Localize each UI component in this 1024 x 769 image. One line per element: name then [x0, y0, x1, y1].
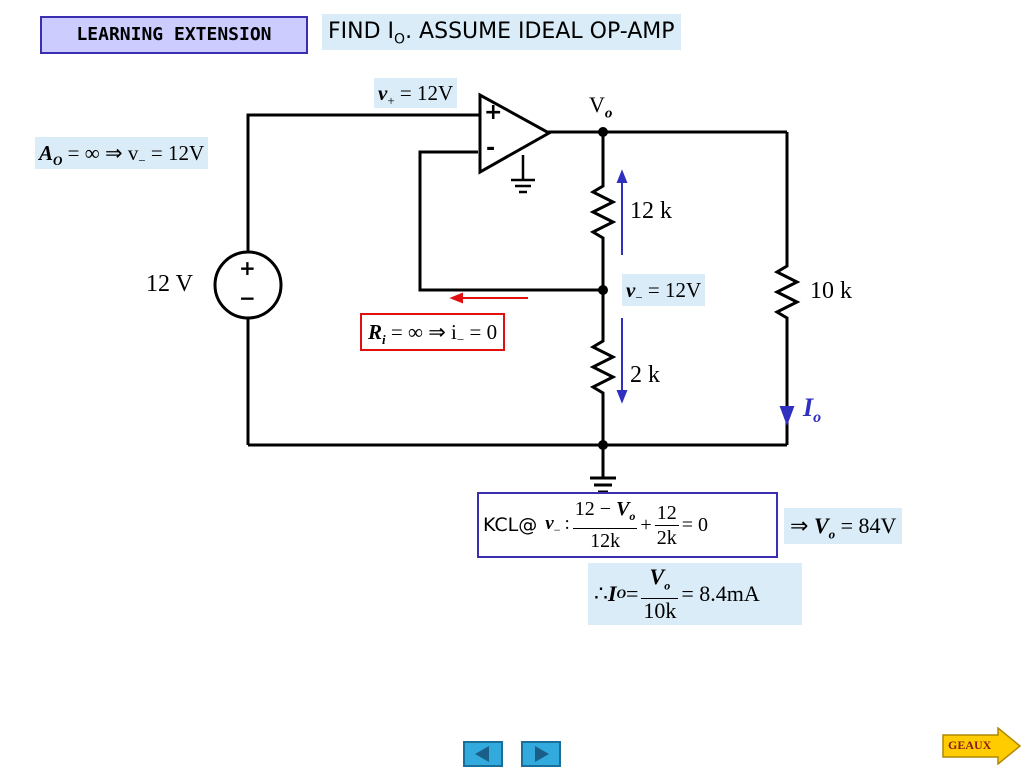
main-ground [590, 476, 616, 494]
io-arrow-head [779, 406, 795, 426]
node-bottom [598, 440, 608, 450]
ri-value: = 0 [464, 320, 498, 344]
vplus-annotation: v+ = 12V [374, 78, 458, 109]
frac1-num-sub: o [629, 509, 636, 523]
ri-sub: i [382, 332, 386, 348]
vplus-value: = 12V [394, 81, 454, 105]
frac1-num-b: V [616, 498, 630, 520]
learning-extension-badge: LEARNING EXTENSION [40, 16, 308, 54]
io-label: Io [803, 393, 821, 427]
kcl-equals-zero: = 0 [681, 513, 708, 536]
page-title: FIND IO. ASSUME IDEAL OP-AMP [322, 14, 681, 50]
resistor-2k [589, 335, 617, 397]
kcl-equation-box: KCL@ v−: 12 − Vo 12k + 12 2k = 0 [477, 492, 778, 558]
vminus-annotation: v− = 12V [622, 274, 706, 306]
io-result-value: = 8.4mA [681, 581, 760, 606]
io-frac-den: 10k [643, 597, 677, 623]
vo-main: V [589, 92, 605, 117]
ao-value: = 12V [145, 141, 205, 165]
frac1-num-a: 12 − [574, 498, 617, 520]
r10k-label: 10 k [810, 278, 852, 304]
vminus-sub: − [635, 290, 643, 306]
vo-result: ⇒ Vo = 84V [784, 508, 903, 544]
ri-sub2: − [456, 332, 465, 348]
kcl-node: v−: [545, 513, 570, 538]
ri-annotation: Ri = ∞ ⇒ i− = 0 [360, 313, 506, 351]
wire-feedback [418, 150, 603, 292]
io-label-sub: o [813, 409, 822, 427]
kcl-frac-1-num: 12 − Vo [572, 497, 638, 529]
vo-node-label: Vo [589, 92, 612, 122]
opamp-minus: - [486, 136, 496, 161]
vo-result-sub: o [828, 526, 836, 542]
vo-sub: o [604, 105, 613, 122]
prev-arrow-icon [475, 746, 489, 762]
kcl-plus: + [640, 513, 652, 536]
geaux-button[interactable]: GEAUX [942, 726, 1022, 769]
r2k-label: 2 k [630, 362, 660, 388]
io-result-eq: = [625, 581, 639, 606]
ri-var: R [368, 320, 383, 344]
node-vminus [598, 285, 608, 295]
ri-arrow-head [449, 292, 463, 304]
next-slide-button[interactable] [521, 741, 561, 767]
io-frac-num-sub: o [664, 578, 671, 593]
ao-var: A [39, 141, 54, 165]
next-arrow-icon [535, 746, 549, 762]
source-minus: − [239, 286, 256, 310]
vplus-var: v [378, 81, 388, 105]
arrow-2k-head [616, 390, 628, 404]
ao-sub2: − [138, 153, 146, 169]
resistor-12k [589, 180, 617, 242]
io-frac-num-var: V [649, 564, 665, 590]
title-sub: O [394, 31, 406, 48]
wire-left-top [246, 113, 480, 445]
prev-slide-button[interactable] [463, 741, 503, 767]
io-result-frac: Vo 10k [641, 564, 679, 623]
title-suffix: . ASSUME IDEAL OP-AMP [405, 19, 675, 44]
io-frac-num: Vo [641, 564, 679, 599]
opamp-plus: + [484, 100, 503, 125]
vo-result-arrow: ⇒ [790, 513, 814, 538]
kcl-frac-2: 12 2k [654, 501, 679, 550]
source-label: 12 V [146, 271, 193, 297]
vplus-sub: + [387, 93, 395, 109]
vo-result-var: V [813, 513, 829, 538]
io-therefore: ∴ [594, 581, 608, 606]
source-plus: + [239, 256, 256, 280]
geaux-arrow-icon [942, 726, 1022, 766]
ao-text: = ∞ ⇒ v [62, 141, 139, 165]
geaux-label: GEAUX [948, 738, 992, 752]
kcl-node-sub: − [553, 522, 561, 537]
vo-result-value: = 84V [835, 513, 897, 538]
kcl-frac-2-den: 2k [656, 526, 677, 549]
voltage-source [213, 250, 283, 320]
kcl-frac-1: 12 − Vo 12k [572, 497, 638, 553]
io-result-var: I [608, 581, 617, 606]
kcl-frac-1-den: 12k [590, 530, 621, 552]
opamp-ground [511, 155, 535, 194]
arrow-12k-head [616, 169, 628, 183]
title-prefix: FIND I [328, 19, 395, 44]
ri-text: = ∞ ⇒ i [385, 320, 457, 344]
node-vo [598, 127, 608, 137]
vminus-value: = 12V [642, 278, 702, 302]
vminus-var: v [626, 278, 636, 302]
kcl-frac-2-num: 12 [654, 501, 679, 526]
ao-annotation: AO = ∞ ⇒ v− = 12V [35, 137, 209, 169]
opamp-triangle [478, 92, 553, 175]
io-label-main: I [803, 393, 814, 422]
kcl-node-var: v [545, 512, 554, 534]
r12k-label: 12 k [630, 198, 672, 224]
ao-sub: O [53, 153, 63, 169]
kcl-prefix: KCL@ [483, 514, 538, 536]
io-result-sub: O [616, 586, 626, 601]
kcl-colon: : [564, 512, 570, 534]
resistor-10k [773, 260, 801, 322]
